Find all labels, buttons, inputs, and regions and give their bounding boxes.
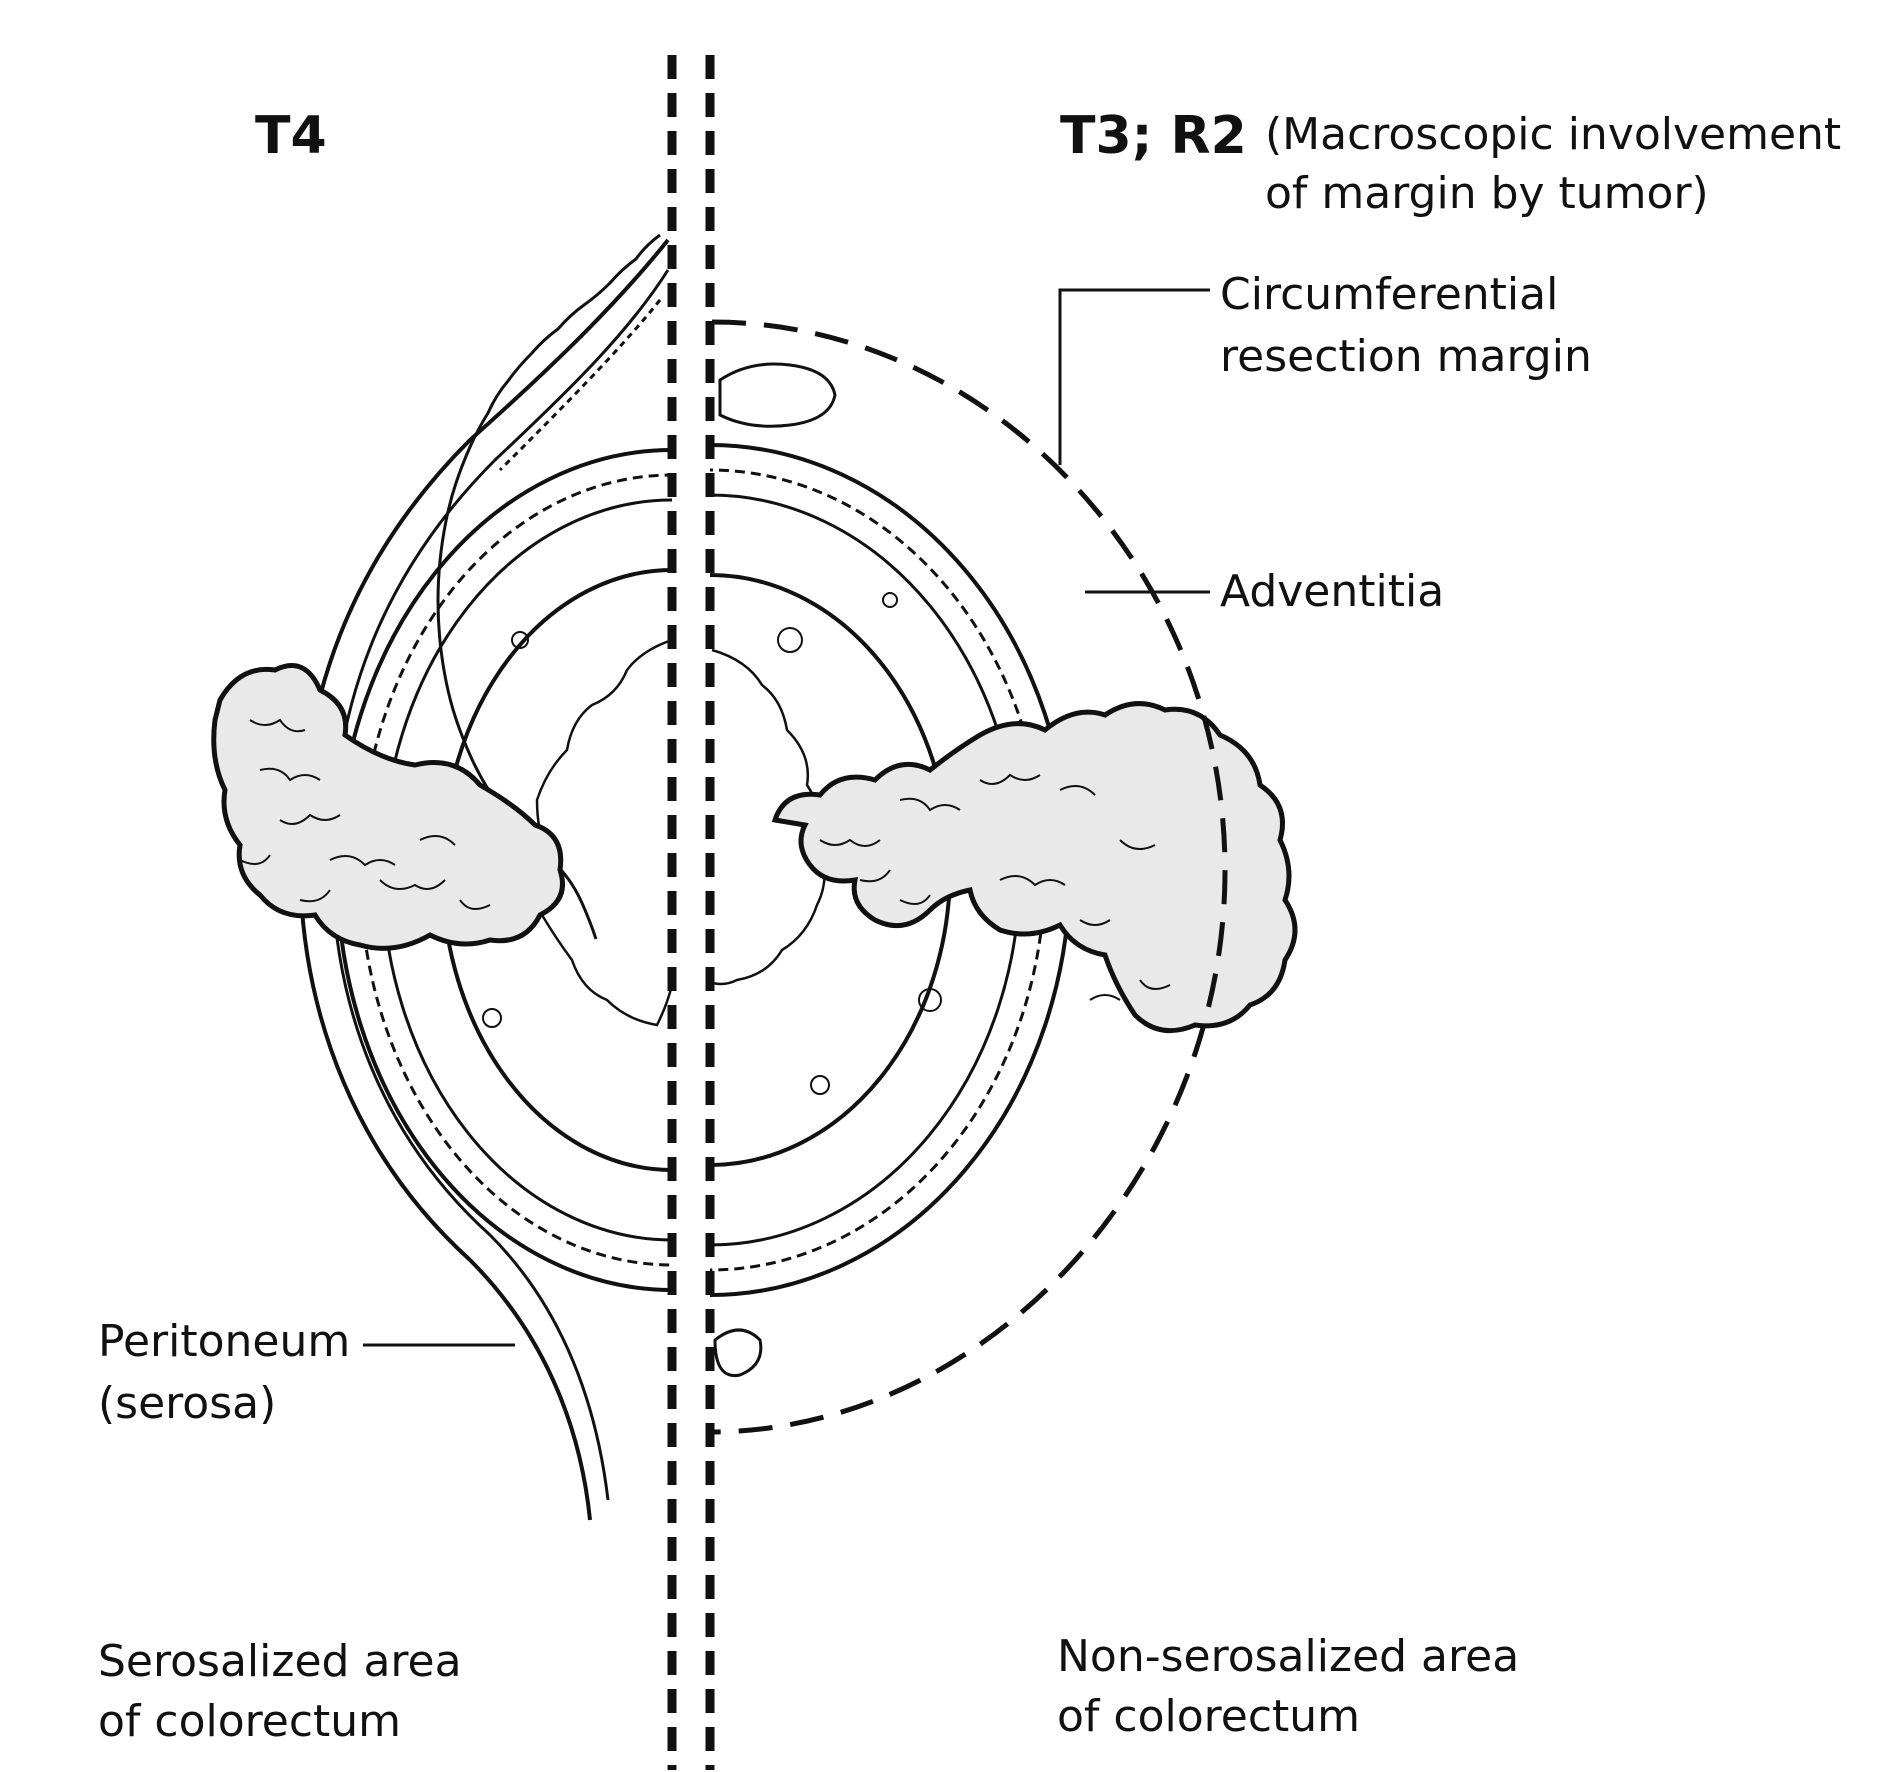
- t3-r2-note-line2: of margin by tumor): [1265, 168, 1709, 219]
- tumor-t4: [211, 663, 565, 951]
- serosalized-label-line1: Serosalized area: [98, 1636, 462, 1687]
- gland-left-3: [511, 631, 529, 649]
- adventitia-label: Adventitia: [1220, 566, 1445, 617]
- crm-label-line1: Circumferential: [1220, 269, 1559, 320]
- tumor-t3-r2-texture: [819, 773, 1171, 1001]
- non-serosalized-label-line2: of colorectum: [1057, 1691, 1361, 1742]
- gland-right-3: [810, 1075, 830, 1095]
- tumor-t3-r2: [771, 701, 1298, 1034]
- mesorectal-vessel-bottom: [713, 1328, 763, 1378]
- crm-label-line2: resection margin: [1220, 331, 1592, 382]
- peritoneum-label-line1: Peritoneum: [98, 1316, 351, 1367]
- gland-left-2: [482, 1008, 502, 1028]
- t3-r2-note-line1: (Macroscopic involvement: [1265, 109, 1842, 160]
- crm-leader-line: [1058, 288, 1210, 465]
- mesorectal-vessel-top: [718, 362, 837, 428]
- gland-right-1: [777, 627, 803, 653]
- t3-r2-label: T3; R2: [1060, 106, 1247, 166]
- tumor-t4-texture: [239, 718, 491, 910]
- serosalized-half: [211, 233, 672, 1521]
- mucosal-folds-left: [535, 638, 672, 1027]
- t4-label: T4: [255, 106, 327, 166]
- peritoneum-label-line2: (serosa): [98, 1378, 277, 1429]
- peritoneum-serosa-edge: [498, 299, 662, 472]
- serosalized-label-line2: of colorectum: [98, 1696, 402, 1747]
- gland-right-2: [918, 988, 942, 1012]
- gland-right-4: [882, 592, 898, 608]
- circumferential-resection-margin: [711, 319, 1228, 1435]
- non-serosalized-label-line1: Non-serosalized area: [1057, 1631, 1520, 1682]
